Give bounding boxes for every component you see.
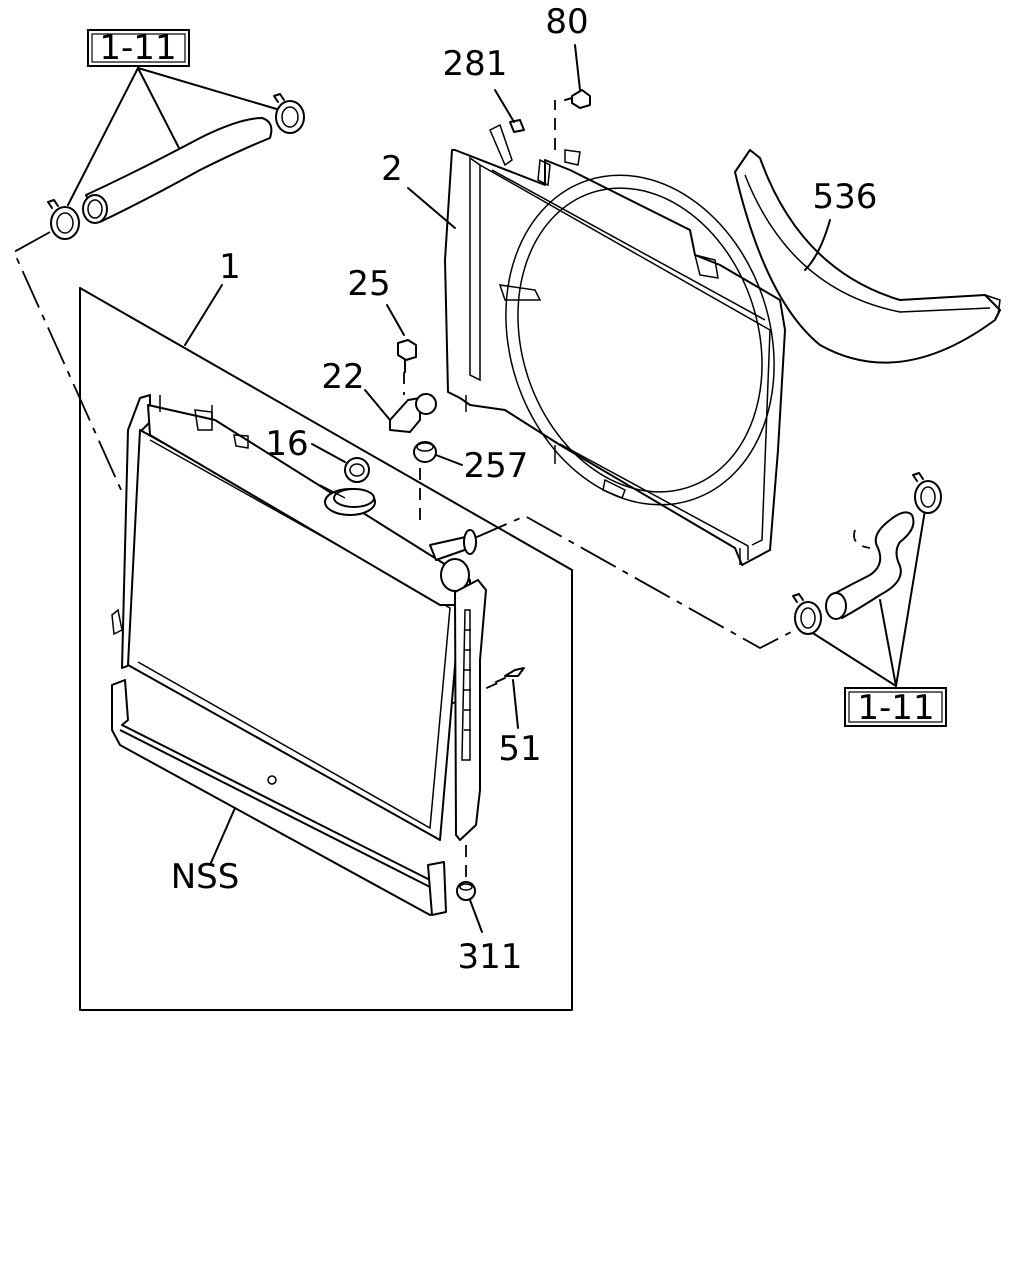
ref-box-bottom-right[interactable]: 1-11 — [844, 687, 947, 728]
callout-311: 311 — [458, 937, 523, 977]
bolt-80 — [564, 89, 591, 109]
ref-leaders — [67, 67, 926, 687]
callout-80: 80 — [545, 2, 588, 42]
callout-leaders — [184, 44, 831, 933]
lower-hose — [825, 511, 915, 620]
hose-clamp-upper-right — [273, 93, 305, 134]
callout-16: 16 — [265, 424, 308, 464]
callout-1: 1 — [219, 247, 241, 287]
callout-2: 2 — [381, 149, 403, 189]
fan-shroud — [444, 123, 786, 566]
insulator-257 — [413, 441, 437, 463]
radiator-cap — [344, 457, 370, 483]
drain-plug-51 — [495, 667, 525, 683]
callout-nss: NSS — [171, 857, 240, 897]
hose-clamp-lower-left — [792, 593, 822, 635]
callout-257: 257 — [464, 446, 529, 486]
hose-clamp-lower-right — [912, 472, 942, 514]
callout-25: 25 — [347, 264, 390, 304]
ref-label-top-left: 1-11 — [99, 28, 176, 68]
bracket-22 — [389, 393, 437, 433]
ref-box-top-left[interactable]: 1-11 — [87, 28, 190, 68]
upper-hose — [82, 117, 273, 224]
callout-536: 536 — [813, 177, 878, 217]
insulator-311 — [456, 881, 476, 901]
hose-clamp-upper-left — [47, 199, 80, 240]
callout-22: 22 — [321, 357, 364, 397]
bolt-25 — [397, 339, 417, 373]
radiator-assembly-box — [79, 287, 573, 1011]
callout-281: 281 — [443, 44, 508, 84]
callout-51: 51 — [498, 729, 541, 769]
shroud-extension — [734, 149, 1001, 364]
ref-label-bottom-right: 1-11 — [857, 688, 934, 728]
radiator — [111, 394, 487, 916]
clip-281 — [509, 119, 525, 133]
